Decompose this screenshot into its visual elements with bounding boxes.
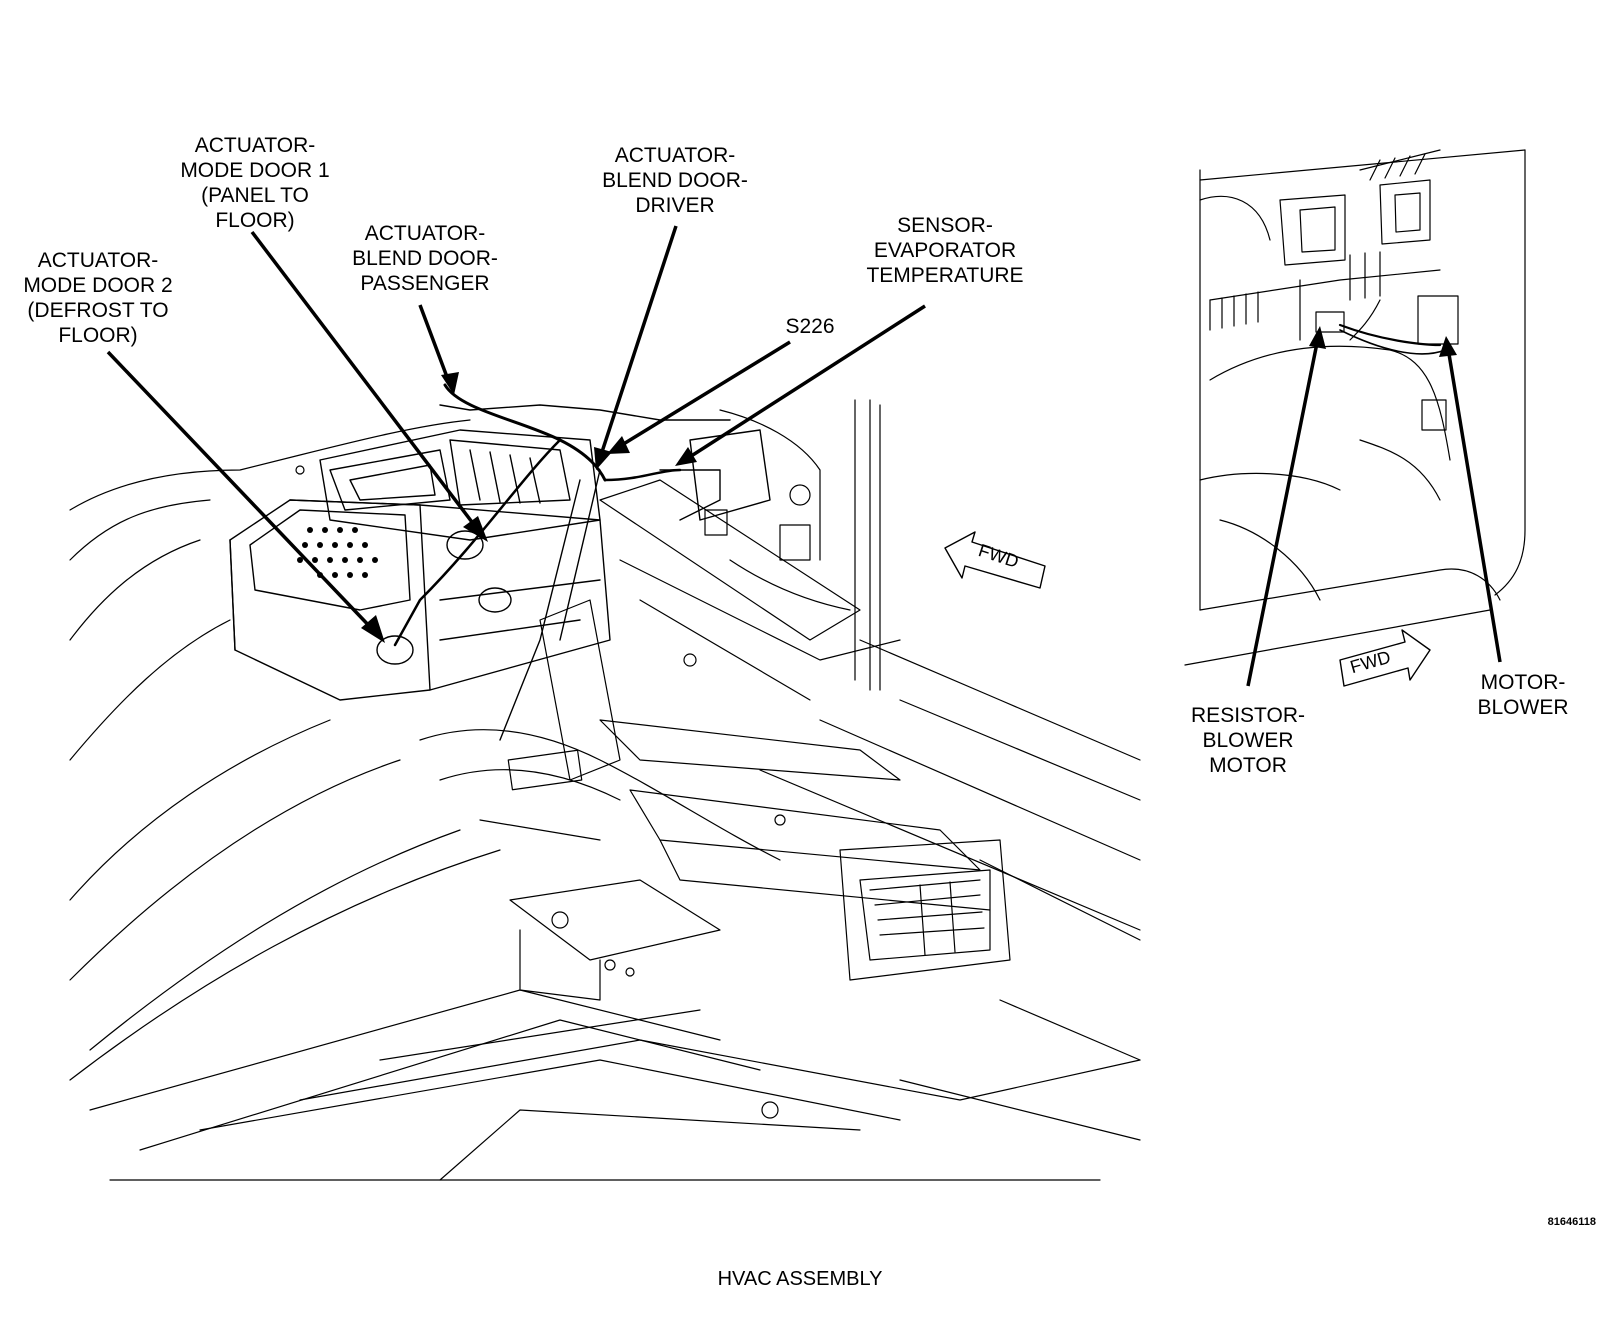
callout-line: ACTUATOR- <box>37 249 159 272</box>
inset-view <box>1185 150 1525 665</box>
callout-line: FLOOR) <box>215 209 295 232</box>
callout-line: BLEND DOOR- <box>602 169 748 192</box>
callout-resistor: RESISTOR- BLOWER MOTOR <box>1168 703 1328 778</box>
callout-line: ACTUATOR- <box>614 144 736 167</box>
callout-line: FLOOR) <box>58 324 138 347</box>
callout-line: RESISTOR- <box>1191 704 1305 727</box>
leader-blend-passenger <box>420 305 450 385</box>
callout-line: S226 <box>785 315 835 338</box>
callout-mode-door-1: ACTUATOR- MODE DOOR 1 (PANEL TO FLOOR) <box>175 133 335 233</box>
callout-line: MODE DOOR 1 <box>180 159 330 182</box>
fwd-arrow-main <box>945 532 1045 588</box>
callout-line: EVAPORATOR <box>873 239 1017 262</box>
callout-line: MODE DOOR 2 <box>23 274 173 297</box>
callout-line: MOTOR- <box>1480 671 1566 694</box>
leader-evap-sensor <box>685 306 925 460</box>
callout-line: (DEFROST TO <box>27 299 169 322</box>
callout-line: (PANEL TO <box>201 184 309 207</box>
floor-pan <box>70 400 1140 1180</box>
callout-line: ACTUATOR- <box>364 222 486 245</box>
callout-line: SENSOR- <box>897 214 993 237</box>
figure-caption: HVAC ASSEMBLY <box>717 1268 883 1290</box>
part-code: 81646118 <box>1547 1216 1596 1228</box>
leader-blend-driver <box>600 226 676 458</box>
callout-line: DRIVER <box>635 194 715 217</box>
leader-s226 <box>617 342 790 448</box>
callout-evap-sensor: SENSOR- EVAPORATOR TEMPERATURE <box>855 213 1035 288</box>
callout-line: BLOWER <box>1477 696 1569 719</box>
callout-line: BLOWER <box>1202 729 1294 752</box>
callout-blend-passenger: ACTUATOR- BLEND DOOR- PASSENGER <box>345 221 505 296</box>
leader-resistor <box>1248 338 1318 686</box>
hvac-module <box>230 385 770 740</box>
callout-mode-door-2: ACTUATOR- MODE DOOR 2 (DEFROST TO FLOOR) <box>18 248 178 348</box>
callout-splice-s226: S226 <box>770 314 850 339</box>
fwd-arrow-inset <box>1340 630 1430 686</box>
callout-line: MOTOR <box>1209 754 1287 777</box>
callout-blend-driver: ACTUATOR- BLEND DOOR- DRIVER <box>595 143 755 218</box>
callout-motor: MOTOR- BLOWER <box>1448 670 1598 720</box>
leader-mode-door-2 <box>108 352 375 632</box>
callout-line: ACTUATOR- <box>194 134 316 157</box>
leader-mode-door-1 <box>252 232 478 530</box>
leader-arrows <box>108 226 1500 686</box>
callout-line: PASSENGER <box>360 272 490 295</box>
callout-line: BLEND DOOR- <box>352 247 498 270</box>
leader-motor <box>1448 348 1500 662</box>
callout-line: TEMPERATURE <box>866 264 1024 287</box>
